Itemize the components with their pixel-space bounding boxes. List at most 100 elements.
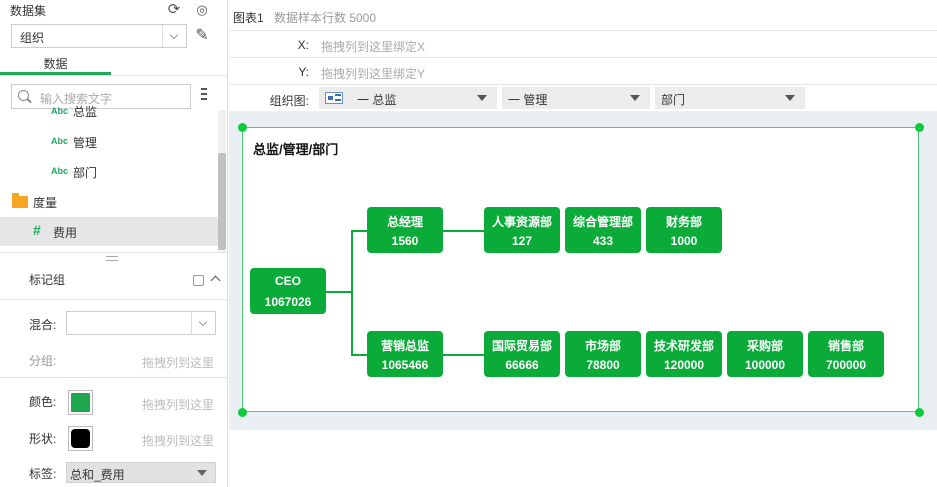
search-placeholder: 输入搜索文字: [40, 92, 113, 106]
folder-icon: [12, 193, 28, 208]
chevron-down-icon: [191, 312, 215, 334]
chevron-up-icon[interactable]: [210, 275, 221, 286]
node-name: 采购部: [746, 339, 783, 353]
chevron-down-icon: [162, 25, 186, 47]
tag-select[interactable]: 总和_费用: [66, 462, 216, 483]
caret-down-icon: [197, 470, 207, 476]
resize-handle-bottom-left[interactable]: [238, 408, 247, 417]
connector-line: [351, 230, 367, 232]
shape-label: 形状:: [29, 432, 57, 446]
panel-splitter[interactable]: [0, 252, 227, 262]
node-value: 120000: [663, 358, 705, 372]
group-drop-zone[interactable]: 拖拽列到这里: [142, 356, 215, 370]
resize-handle-bottom-right[interactable]: [915, 408, 924, 417]
org-node-root[interactable]: CEO 1067026: [250, 268, 326, 314]
node-name: 财务部: [665, 215, 702, 229]
scrollbar-thumb[interactable]: [218, 153, 226, 250]
y-binding-label: Y:: [298, 65, 309, 79]
color-swatch-fill: [71, 393, 90, 412]
tab-data[interactable]: 数据: [0, 55, 111, 75]
org-node-level3[interactable]: 人事资源部 127: [484, 207, 560, 253]
org-binding-label: 组织图:: [269, 94, 309, 108]
node-value: 433: [592, 234, 614, 248]
color-drop-zone[interactable]: 拖拽列到这里: [142, 398, 215, 412]
resize-handle-top-left[interactable]: [238, 123, 247, 132]
x-binding-row: X: 拖拽列到这里绑定X: [229, 30, 937, 58]
level-pill-label: 部门: [661, 93, 686, 107]
org-node-level2[interactable]: 总经理 1560: [367, 207, 443, 253]
y-drop-zone[interactable]: 拖拽列到这里绑定Y: [321, 67, 426, 81]
abc-icon: Abc: [51, 136, 69, 146]
edit-icon[interactable]: ✎: [195, 27, 209, 44]
sample-rows-count: 数据样本行数 5000: [274, 11, 377, 25]
dataset-select[interactable]: 组织: [11, 24, 187, 48]
dataset-header: 数据集: [10, 4, 47, 18]
org-node-level3[interactable]: 采购部 100000: [727, 331, 803, 377]
level-pill-management[interactable]: 一 管理: [502, 87, 650, 109]
caret-down-icon: [477, 95, 487, 101]
level-pill-department[interactable]: 部门: [655, 87, 805, 109]
mix-label: 混合:: [29, 318, 57, 332]
node-name: 人事资源部: [491, 215, 552, 229]
connector-line: [326, 291, 351, 293]
org-node-level3[interactable]: 销售部 700000: [808, 331, 884, 377]
node-value: 127: [511, 234, 533, 248]
mix-select[interactable]: [66, 311, 216, 335]
org-node-level3[interactable]: 国际贸易部 66666: [484, 331, 560, 377]
x-drop-zone[interactable]: 拖拽列到这里绑定X: [321, 40, 426, 54]
divider: [0, 299, 227, 300]
level-pill-label: 一 管理: [508, 93, 548, 107]
node-name: 销售部: [827, 339, 864, 353]
node-value: 1560: [391, 234, 419, 248]
connector-line: [351, 354, 367, 356]
search-icon: [18, 90, 29, 101]
link-icon[interactable]: ◎: [196, 2, 208, 17]
resize-handle-top-right[interactable]: [915, 123, 924, 132]
caret-down-icon: [630, 95, 640, 101]
org-node-level3[interactable]: 综合管理部 433: [565, 207, 641, 253]
shape-swatch[interactable]: [68, 426, 93, 451]
chart-tab-title[interactable]: 图表1: [233, 11, 264, 25]
measure-folder-label[interactable]: 度量: [33, 196, 58, 210]
node-value: 66666: [505, 358, 539, 372]
node-value: 1067026: [264, 295, 312, 309]
field-item-director[interactable]: Abc 总监: [0, 102, 218, 122]
tab-divider: [0, 75, 227, 76]
field-label: 管理: [73, 136, 98, 150]
x-binding-label: X:: [297, 38, 309, 52]
color-swatch[interactable]: [68, 390, 93, 415]
shape-drop-zone[interactable]: 拖拽列到这里: [142, 434, 215, 448]
chart-editor: 图表1 数据样本行数 5000 X: 拖拽列到这里绑定X Y: 拖拽列到这里绑定…: [229, 0, 937, 487]
field-item-management[interactable]: Abc 管理: [0, 127, 218, 157]
tag-select-value: 总和_费用: [70, 468, 125, 482]
field-label: 总监: [73, 105, 98, 119]
number-icon: #: [33, 222, 41, 238]
y-binding-row: Y: 拖拽列到这里绑定Y: [229, 57, 937, 85]
level-pill-director[interactable]: 一 总监: [319, 87, 497, 109]
field-item-fee[interactable]: # 费用: [0, 217, 218, 246]
tag-icon[interactable]: [193, 275, 204, 286]
refresh-icon[interactable]: ⟳: [167, 1, 181, 18]
connector-line: [443, 230, 484, 232]
node-value: 1065466: [381, 358, 429, 372]
dataset-select-value: 组织: [20, 31, 45, 45]
node-value: 700000: [825, 358, 867, 372]
more-menu-icon[interactable]: [201, 88, 207, 102]
node-name: 总经理: [386, 215, 423, 229]
caret-down-icon: [785, 95, 795, 101]
node-name: 综合管理部: [572, 215, 633, 229]
node-name: 国际贸易部: [491, 339, 552, 353]
color-label: 颜色:: [29, 395, 57, 409]
node-name: CEO: [274, 274, 301, 288]
field-label: 部门: [73, 166, 98, 180]
level-pill-label: 一 总监: [357, 93, 397, 107]
field-item-department[interactable]: Abc 部门: [0, 157, 218, 187]
org-chart-icon[interactable]: [325, 92, 343, 104]
search-input[interactable]: 输入搜索文字: [11, 84, 191, 109]
node-value: 100000: [744, 358, 786, 372]
